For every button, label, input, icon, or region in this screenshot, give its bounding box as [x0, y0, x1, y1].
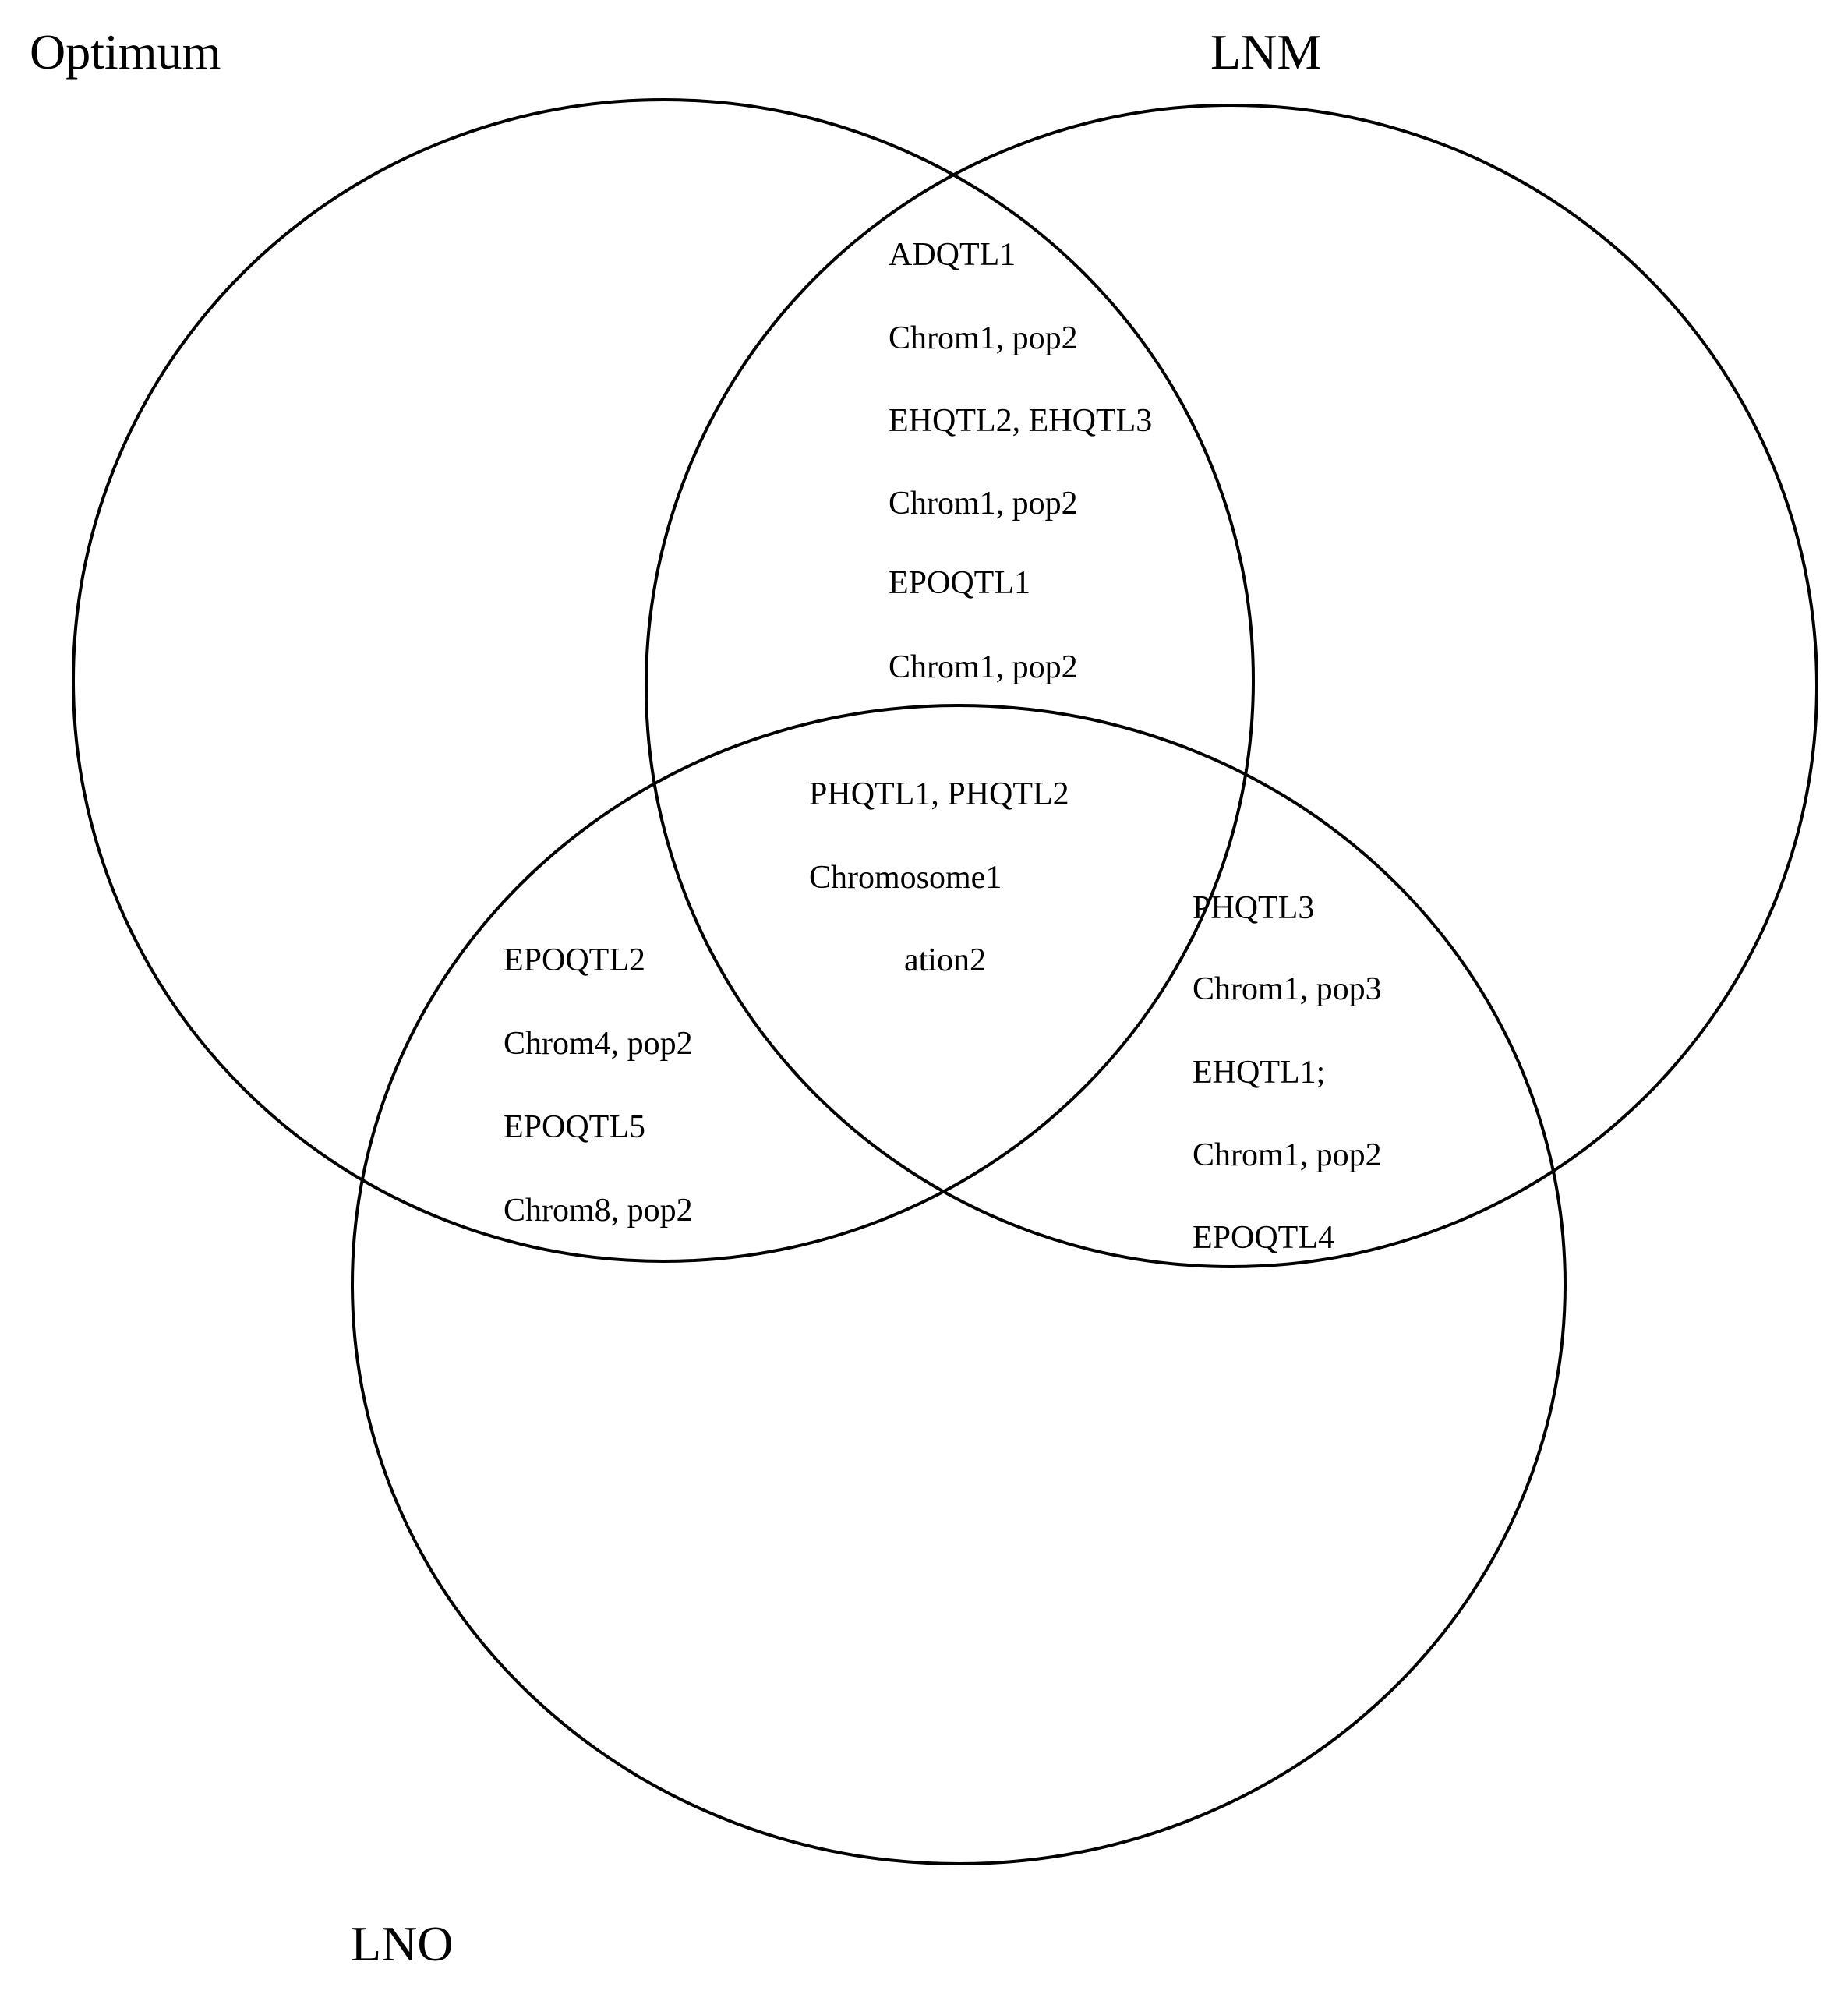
region-optimum-lno-line: EPOQTL5 — [504, 1109, 645, 1145]
set-title-lno: LNO — [351, 1916, 454, 1971]
region-lnm-lno-line: EHQTL1; — [1193, 1055, 1325, 1091]
region-lnm-lno-line: PHQTL3 — [1193, 890, 1314, 926]
region-optimum-lnm-line: EPOQTL1 — [889, 565, 1030, 601]
region-all-three: PHQTL1, PHQTL2 Chromosome1 ation2 — [809, 776, 1069, 978]
region-optimum-lnm-line: Chrom1, pop2 — [889, 649, 1078, 685]
circle-optimum — [72, 98, 1255, 1263]
region-all-three-line: PHQTL1, PHQTL2 — [809, 776, 1069, 812]
region-lnm-lno-line: Chrom1, pop3 — [1193, 971, 1382, 1007]
region-optimum-lno: EPOQTL2 Chrom4, pop2 EPOQTL5 Chrom8, pop… — [504, 942, 693, 1229]
circle-lnm — [645, 104, 1818, 1268]
region-optimum-lnm-line: ADQTL1 — [889, 237, 1016, 273]
region-all-three-line: ation2 — [904, 942, 986, 978]
region-optimum-lnm: ADQTL1 Chrom1, pop2 EHQTL2, EHQTL3 Chrom… — [889, 237, 1152, 685]
region-optimum-lno-line: EPOQTL2 — [504, 942, 645, 978]
region-optimum-lno-line: Chrom4, pop2 — [504, 1026, 693, 1062]
region-optimum-lnm-line: EHQTL2, EHQTL3 — [889, 403, 1152, 439]
set-title-optimum: Optimum — [30, 24, 221, 80]
region-lnm-lno: PHQTL3 Chrom1, pop3 EHQTL1; Chrom1, pop2… — [1193, 890, 1382, 1256]
region-lnm-lno-line: Chrom1, pop2 — [1193, 1137, 1382, 1173]
set-title-lnm: LNM — [1210, 24, 1321, 80]
region-lnm-lno-line: EPOQTL4 — [1193, 1220, 1334, 1256]
region-all-three-line: Chromosome1 — [809, 860, 1002, 896]
region-optimum-lnm-line: Chrom1, pop2 — [889, 320, 1078, 356]
circle-lno — [351, 704, 1567, 1865]
region-optimum-lnm-line: Chrom1, pop2 — [889, 486, 1078, 521]
region-optimum-lno-line: Chrom8, pop2 — [504, 1193, 693, 1229]
